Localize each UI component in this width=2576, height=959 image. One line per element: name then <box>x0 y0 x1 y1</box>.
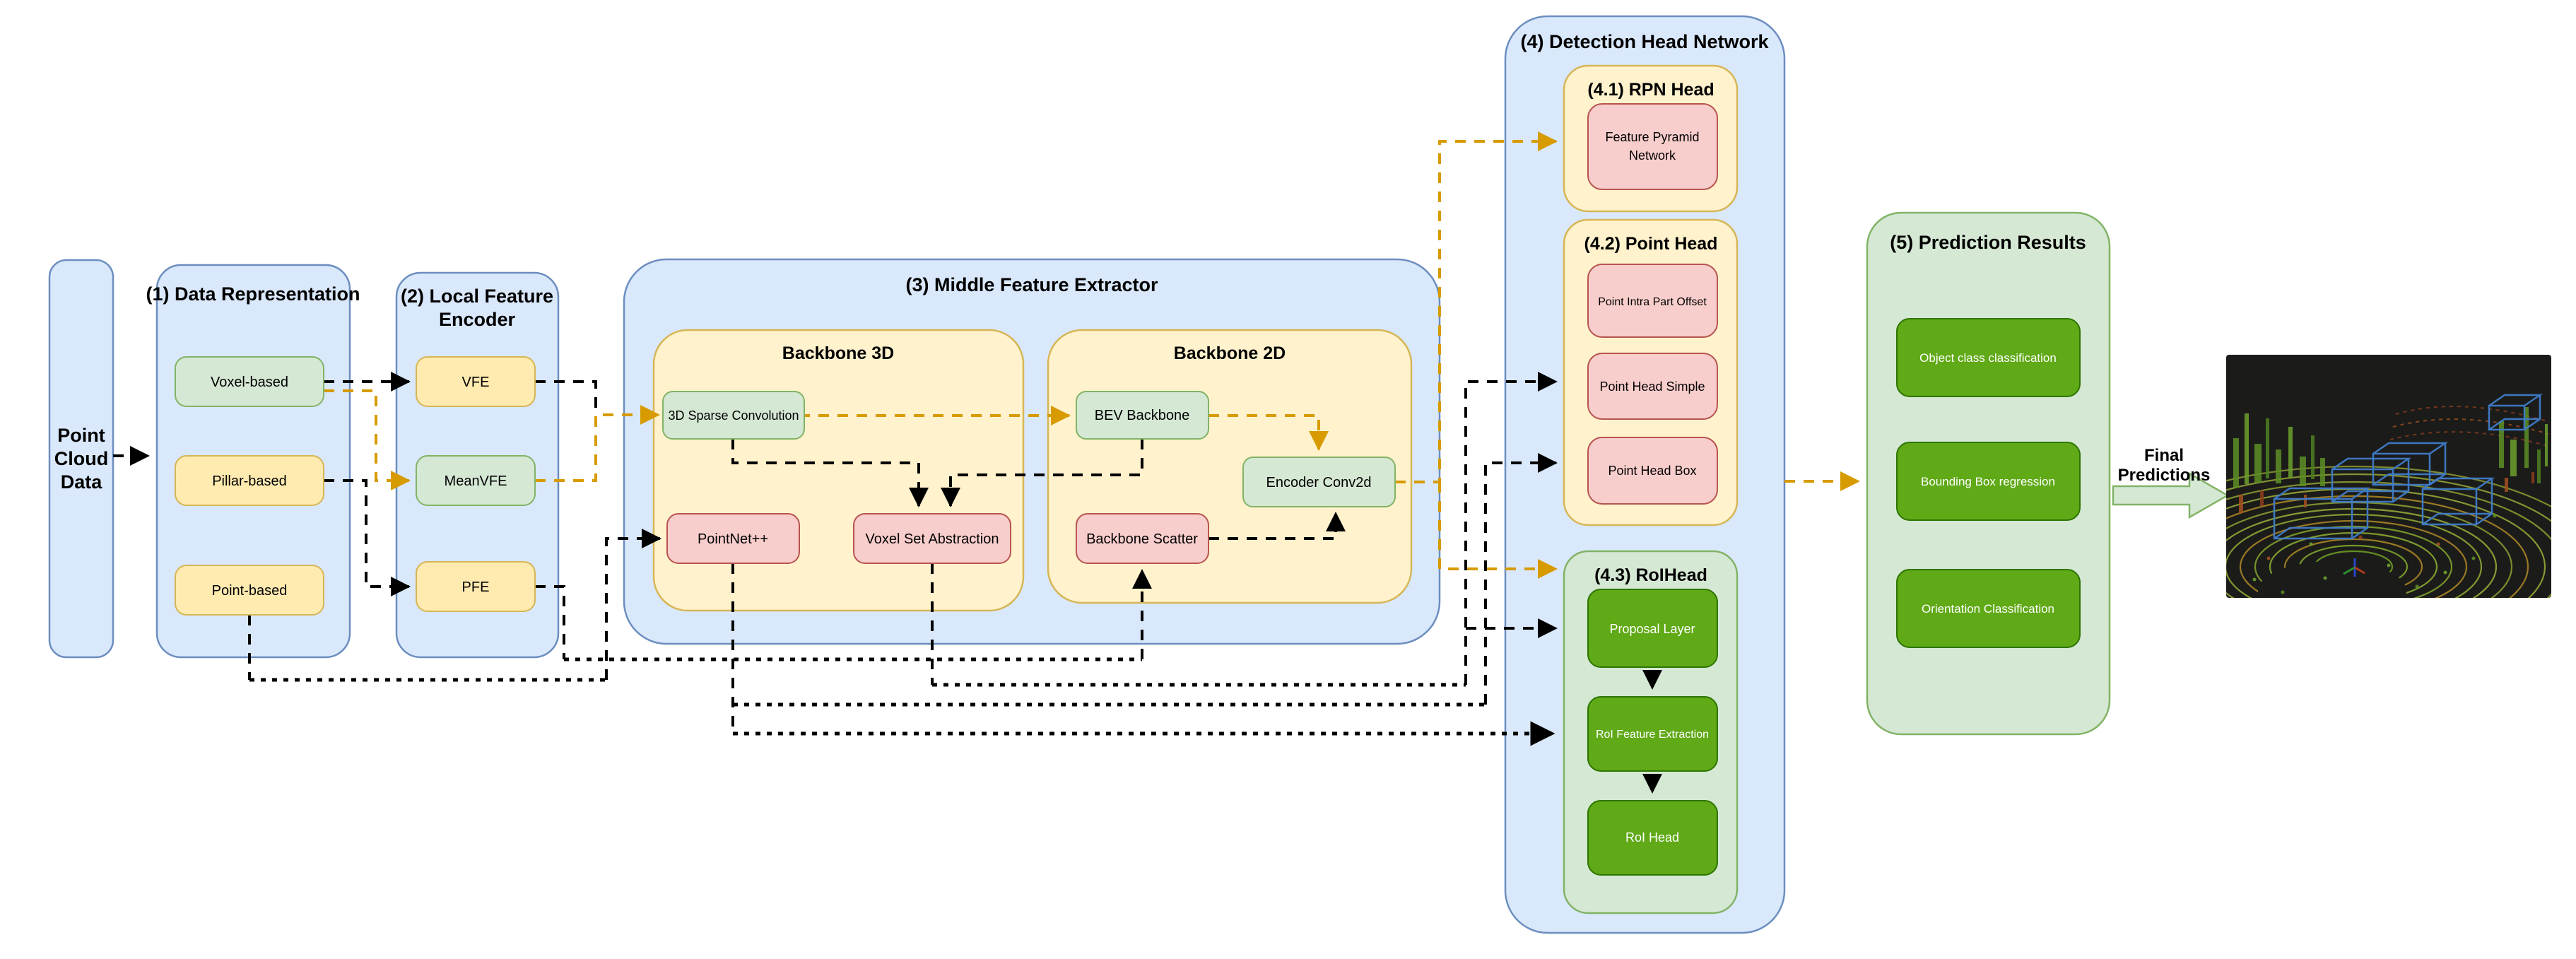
title-local-feature-encoder-line1: (2) Local Feature <box>401 286 553 307</box>
title-backbone-3d: Backbone 3D <box>782 343 894 363</box>
lidar-clutter-left <box>2233 413 2325 513</box>
label-bounding-box-regression: Bounding Box regression <box>1921 475 2055 488</box>
node-point-head-box <box>1587 437 1718 505</box>
label-vfe: VFE <box>462 375 490 390</box>
label-meanvfe: MeanVFE <box>445 473 507 489</box>
line-pfe-down <box>535 585 565 659</box>
node-bounding-box-regression <box>1896 442 2081 521</box>
node-pfe <box>416 561 536 612</box>
label-backbone-scatter: Backbone Scatter <box>1086 531 1198 547</box>
arrow-sparseconv-to-vsa <box>731 439 929 507</box>
arrow-point-based-to-pointnet <box>605 529 661 680</box>
node-backbone-scatter <box>1076 513 1209 564</box>
node-voxel-set-abstraction <box>853 513 1011 564</box>
lidar-image-background <box>2226 355 2551 598</box>
node-orientation-classification <box>1896 569 2081 648</box>
node-roi-feature-extraction <box>1587 696 1718 772</box>
title-data-representation: (1) Data Representation <box>146 283 360 305</box>
label-fpn-line1: Feature Pyramid <box>1605 130 1699 144</box>
panel-backbone-3d <box>652 329 1025 612</box>
node-vfe <box>416 356 536 407</box>
label-voxel-based: Voxel-based <box>211 375 288 390</box>
line-vfe-to-junction <box>535 380 597 412</box>
arrow-scatter-to-encoder <box>1208 512 1346 540</box>
label-roi-head: RoI Head <box>1625 830 1679 845</box>
node-roi-head <box>1587 800 1718 876</box>
node-object-class-classification <box>1896 318 2081 397</box>
node-3d-sparse-convolution <box>662 391 805 440</box>
node-bev-backbone <box>1076 391 1209 440</box>
label-proposal-layer: Proposal Layer <box>1609 622 1695 636</box>
final-predictions-label-line1: Final <box>2144 446 2184 465</box>
label-point-head-simple: Point Head Simple <box>1599 380 1705 394</box>
node-encoder-conv2d <box>1242 457 1396 507</box>
lidar-points <box>2252 514 2497 594</box>
arrow-encoder-to-rpnhead-highlight <box>1395 131 1558 483</box>
node-point-intra-part-offset <box>1587 264 1718 338</box>
arrow-pillar-to-pfe <box>324 479 411 596</box>
node-point-based <box>175 565 324 616</box>
node-pointnet <box>666 513 800 564</box>
arrow-pointnet-to-pointhead-box <box>1484 453 1558 705</box>
node-pillar-based <box>175 455 324 506</box>
title-middle-feature-extractor: (3) Middle Feature Extractor <box>905 274 1158 295</box>
label-pfe: PFE <box>462 579 490 595</box>
label-point-based: Point-based <box>212 583 288 599</box>
lidar-clutter-right <box>2499 407 2548 492</box>
label-point-head-box: Point Head Box <box>1608 464 1696 478</box>
label-encoder-conv2d: Encoder Conv2d <box>1266 475 1372 490</box>
input-label-line2: Cloud <box>54 448 108 469</box>
lidar-axis-marker <box>2343 558 2365 577</box>
final-predictions-block-arrow <box>2112 471 2230 519</box>
label-bev-backbone: BEV Backbone <box>1095 408 1190 423</box>
lidar-occlusion-shadow-2 <box>2254 599 2481 681</box>
title-detection-head-network: (4) Detection Head Network <box>1520 31 1769 52</box>
title-backbone-2d: Backbone 2D <box>1174 343 1286 363</box>
title-roi-head: (4.3) RoIHead <box>1594 565 1707 585</box>
title-prediction-results: (5) Prediction Results <box>1890 232 2086 253</box>
arrow-vsa-to-pointhead-simple <box>1464 372 1558 685</box>
node-voxel-based <box>175 356 324 407</box>
node-proposal-layer <box>1587 589 1718 668</box>
label-orientation-classification: Orientation Classification <box>1922 602 2054 616</box>
label-fpn-line2: Network <box>1629 148 1676 163</box>
label-roi-feature-extraction: RoI Feature Extraction <box>1596 729 1709 741</box>
title-point-head: (4.2) Point Head <box>1584 234 1718 254</box>
label-object-class-classification: Object class classification <box>1919 351 2057 365</box>
final-predictions-label-line2: Predictions <box>2118 466 2211 485</box>
label-voxel-set-abstraction: Voxel Set Abstraction <box>865 531 999 547</box>
lidar-result-image <box>2226 355 2551 681</box>
node-feature-pyramid-network <box>1587 103 1718 190</box>
arrow-voxel-to-meanvfe-highlight <box>324 389 411 490</box>
label-point-intra-part-offset: Point Intra Part Offset <box>1598 296 1707 308</box>
node-point-head-simple <box>1587 353 1718 420</box>
lidar-occlusion-shadow-1 <box>2258 561 2406 598</box>
title-rpn-head: (4.1) RPN Head <box>1587 80 1714 100</box>
title-local-feature-encoder-line2: Encoder <box>439 309 516 330</box>
lidar-detection-boxes <box>2273 394 2543 540</box>
input-point-cloud-box <box>48 259 114 659</box>
label-pillar-based: Pillar-based <box>212 473 287 489</box>
label-3d-sparse-convolution: 3D Sparse Convolution <box>668 408 799 423</box>
input-label-line1: Point <box>57 425 105 446</box>
arrow-meanvfe-to-sparseconv-highlight <box>535 405 660 482</box>
node-meanvfe <box>416 455 536 506</box>
label-pointnet: PointNet++ <box>698 531 768 547</box>
arrow-encoder-to-roihead-highlight <box>1438 482 1558 579</box>
input-label-line3: Data <box>61 471 103 493</box>
